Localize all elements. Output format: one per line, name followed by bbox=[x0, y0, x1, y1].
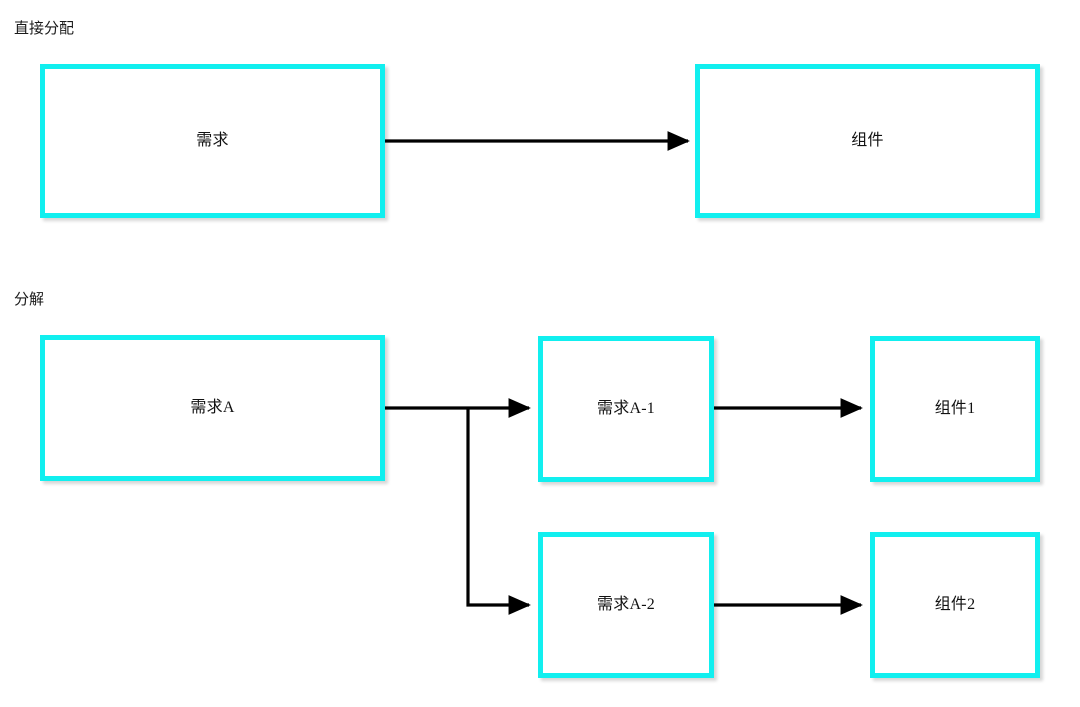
node-requirement-a-label: 需求A bbox=[190, 399, 235, 416]
node-component[interactable]: 组件 bbox=[695, 64, 1040, 218]
node-requirement-label: 需求 bbox=[196, 132, 229, 149]
section-title-direct-allocation: 直接分配 bbox=[14, 21, 75, 37]
node-requirement-a-2-label: 需求A-2 bbox=[597, 596, 655, 613]
node-component-2-label: 组件2 bbox=[934, 596, 976, 613]
node-requirement-a-2[interactable]: 需求A-2 bbox=[538, 532, 714, 678]
section-title-decomposition: 分解 bbox=[14, 292, 45, 308]
node-requirement[interactable]: 需求 bbox=[40, 64, 385, 218]
node-requirement-a-1-label: 需求A-1 bbox=[597, 400, 655, 417]
node-component-2[interactable]: 组件2 bbox=[870, 532, 1040, 678]
node-component-1-label: 组件1 bbox=[934, 400, 976, 417]
node-component-1[interactable]: 组件1 bbox=[870, 336, 1040, 482]
edge-requirement-a-to-a2 bbox=[466, 408, 531, 615]
node-requirement-a-1[interactable]: 需求A-1 bbox=[538, 336, 714, 482]
node-component-label: 组件 bbox=[851, 132, 884, 149]
node-requirement-a[interactable]: 需求A bbox=[40, 335, 385, 481]
